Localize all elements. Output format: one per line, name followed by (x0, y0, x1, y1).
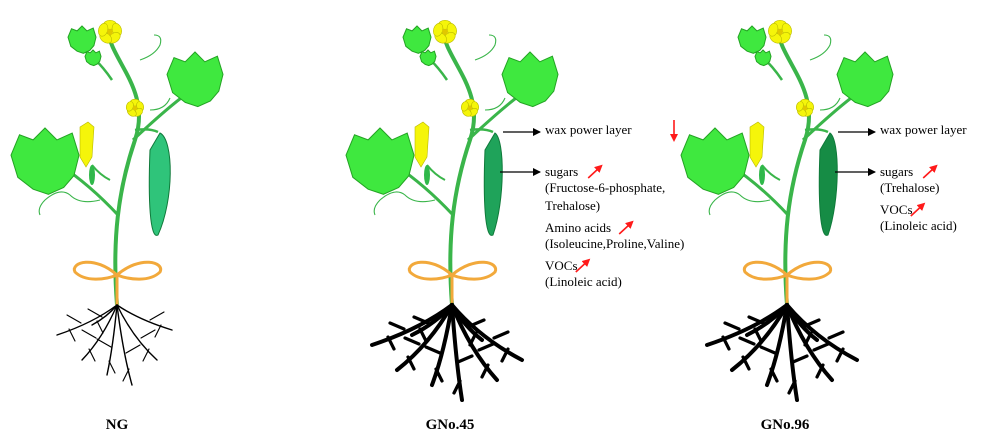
top-flower (767, 20, 793, 45)
cotyledon-left (74, 262, 117, 279)
root-branch (143, 349, 149, 361)
root-branch (88, 309, 102, 317)
cucumber-fruit (484, 133, 502, 235)
root-branch (479, 344, 493, 350)
small-ovary (89, 165, 95, 185)
annotation-block: wax power layer sugars(Fructose-6-phospha… (500, 120, 684, 289)
tendril (475, 35, 496, 60)
root-branch (725, 323, 739, 329)
middle-flower (125, 99, 145, 118)
cotyledon-left (744, 262, 787, 279)
root-branch (793, 356, 807, 362)
cucumber-fruit (149, 133, 170, 235)
root-branch (82, 330, 96, 338)
trend-up-arrow (911, 204, 924, 216)
tendril (39, 192, 100, 215)
root-branch (494, 332, 508, 338)
root-branch (426, 347, 440, 353)
root-branch (829, 332, 843, 338)
annotation-detail: (Linoleic acid) (880, 218, 957, 233)
small-leaf (403, 26, 431, 53)
upper-leaf (167, 52, 223, 107)
annotation-detail: Trehalose) (545, 198, 600, 213)
root-branch (126, 345, 140, 353)
side-flower (415, 122, 429, 167)
caption-ng: NG (106, 417, 129, 433)
tendril (709, 192, 770, 215)
cotyledon-right (787, 262, 831, 279)
root-branch (390, 323, 404, 329)
small-leaf (85, 50, 101, 66)
annotation-label: Amino acids (545, 220, 611, 235)
root-branch (123, 369, 129, 381)
trend-up-arrow (576, 260, 589, 272)
root-branch (57, 305, 117, 335)
caption-gno96: GNo.96 (761, 417, 810, 433)
annotation-detail: (Isoleucine,Proline,Valine) (545, 236, 684, 251)
cucumber-fruit (819, 133, 837, 235)
root-branch (150, 312, 164, 320)
root-branch (155, 325, 161, 337)
top-flower (432, 20, 458, 45)
large-leaf (681, 128, 749, 194)
root-branch (97, 339, 111, 347)
annotation-detail: (Linoleic acid) (545, 274, 622, 289)
root-system (57, 305, 172, 385)
root-branch (117, 305, 132, 385)
caption-gno45: GNo.45 (426, 417, 475, 433)
root-branch (141, 330, 155, 338)
small-leaf (68, 26, 96, 53)
root-branch (69, 329, 75, 341)
trend-up-arrow (619, 222, 632, 234)
middle-flower (795, 99, 815, 118)
root-branch (89, 349, 95, 361)
root-branch (761, 347, 775, 353)
cotyledon-right (452, 262, 496, 279)
annotation-label: sugars (545, 164, 578, 179)
tendril (374, 192, 435, 215)
root-branch (405, 338, 419, 344)
plant-ng (11, 20, 223, 385)
cotyledon-right (117, 262, 161, 279)
annotation-detail: (Fructose-6-phosphate, (545, 180, 665, 195)
root-system (707, 305, 857, 400)
plant-gno96: wax power layer sugars(Trehalose) VOCs(Lin… (681, 20, 993, 400)
upper-leaf (502, 52, 558, 107)
root-branch (67, 315, 81, 323)
annotation-label: sugars (880, 164, 913, 179)
side-flower (80, 122, 94, 167)
small-ovary (759, 165, 765, 185)
trend-up-arrow (588, 166, 601, 178)
plant-gno45: wax power layer sugars(Fructose-6-phospha… (346, 20, 684, 400)
side-flower (750, 122, 764, 167)
root-branch (740, 338, 754, 344)
root-branch (97, 321, 103, 333)
middle-flower (460, 99, 480, 118)
annotation-label: VOCs (545, 258, 578, 273)
small-leaf (420, 50, 436, 66)
cotyledon-left (409, 262, 452, 279)
small-leaf (755, 50, 771, 66)
large-leaf (11, 128, 79, 194)
root-branch (117, 305, 172, 330)
root-branch (109, 361, 115, 373)
root-system (372, 305, 522, 400)
root-branch (814, 344, 828, 350)
upper-leaf (837, 52, 893, 107)
tendril (810, 35, 831, 60)
annotation-block: wax power layer sugars(Trehalose) VOCs(Lin… (835, 120, 993, 233)
annotation-label: VOCs (880, 202, 913, 217)
annotation-detail: (Trehalose) (880, 180, 939, 195)
root-branch (458, 356, 472, 362)
trend-up-arrow (923, 166, 936, 178)
large-leaf (346, 128, 414, 194)
top-flower (97, 20, 123, 45)
tendril (140, 35, 161, 60)
annotation-label: wax power layer (545, 122, 632, 137)
small-ovary (424, 165, 430, 185)
small-leaf (738, 26, 766, 53)
annotation-label: wax power layer (880, 122, 967, 137)
